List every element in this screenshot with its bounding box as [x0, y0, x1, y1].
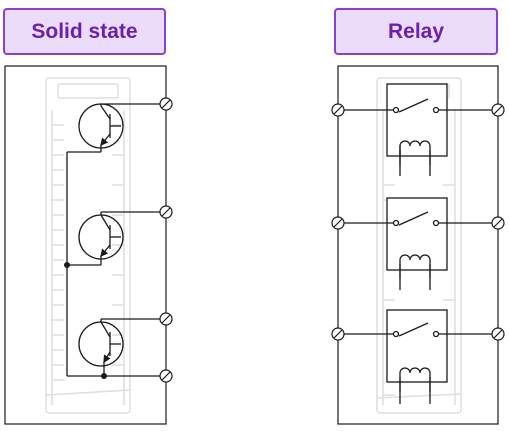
terminal-screw-relay-3-left [331, 327, 345, 341]
relay-3 [344, 309, 492, 392]
relay-2 [344, 197, 492, 278]
terminal-screw-ss-3 [159, 312, 173, 326]
terminal-screw-relay-2-right [491, 216, 505, 230]
terminal-screw-ss-4 [159, 369, 173, 383]
terminal-screw-relay-2-left [331, 216, 345, 230]
solid-state-module [4, 65, 173, 425]
terminal-screw-ss-1 [159, 97, 173, 111]
solid-state-label: Solid state [3, 8, 166, 55]
transistor-3 [78, 318, 160, 376]
relay-label: Relay [334, 8, 498, 55]
transistor-1 [67, 103, 160, 153]
relay-1 [344, 83, 492, 165]
junction-dot-ss-2 [101, 373, 107, 379]
solid-state-module-outline [4, 65, 167, 425]
relay-module [331, 65, 505, 425]
solid-state-ghost-module [45, 77, 131, 414]
terminal-screw-relay-3-right [491, 327, 505, 341]
junction-dot-ss-1 [64, 262, 70, 268]
transistor-2 [67, 211, 160, 266]
relay-2-coil-leads [399, 264, 431, 290]
terminal-screw-ss-2 [159, 205, 173, 219]
relay-module-outline [337, 65, 499, 425]
relay-3-coil-leads [399, 377, 431, 404]
terminal-screw-relay-1-left [331, 103, 345, 117]
relay-1-coil-leads [399, 150, 431, 176]
terminal-screw-relay-1-right [491, 103, 505, 117]
